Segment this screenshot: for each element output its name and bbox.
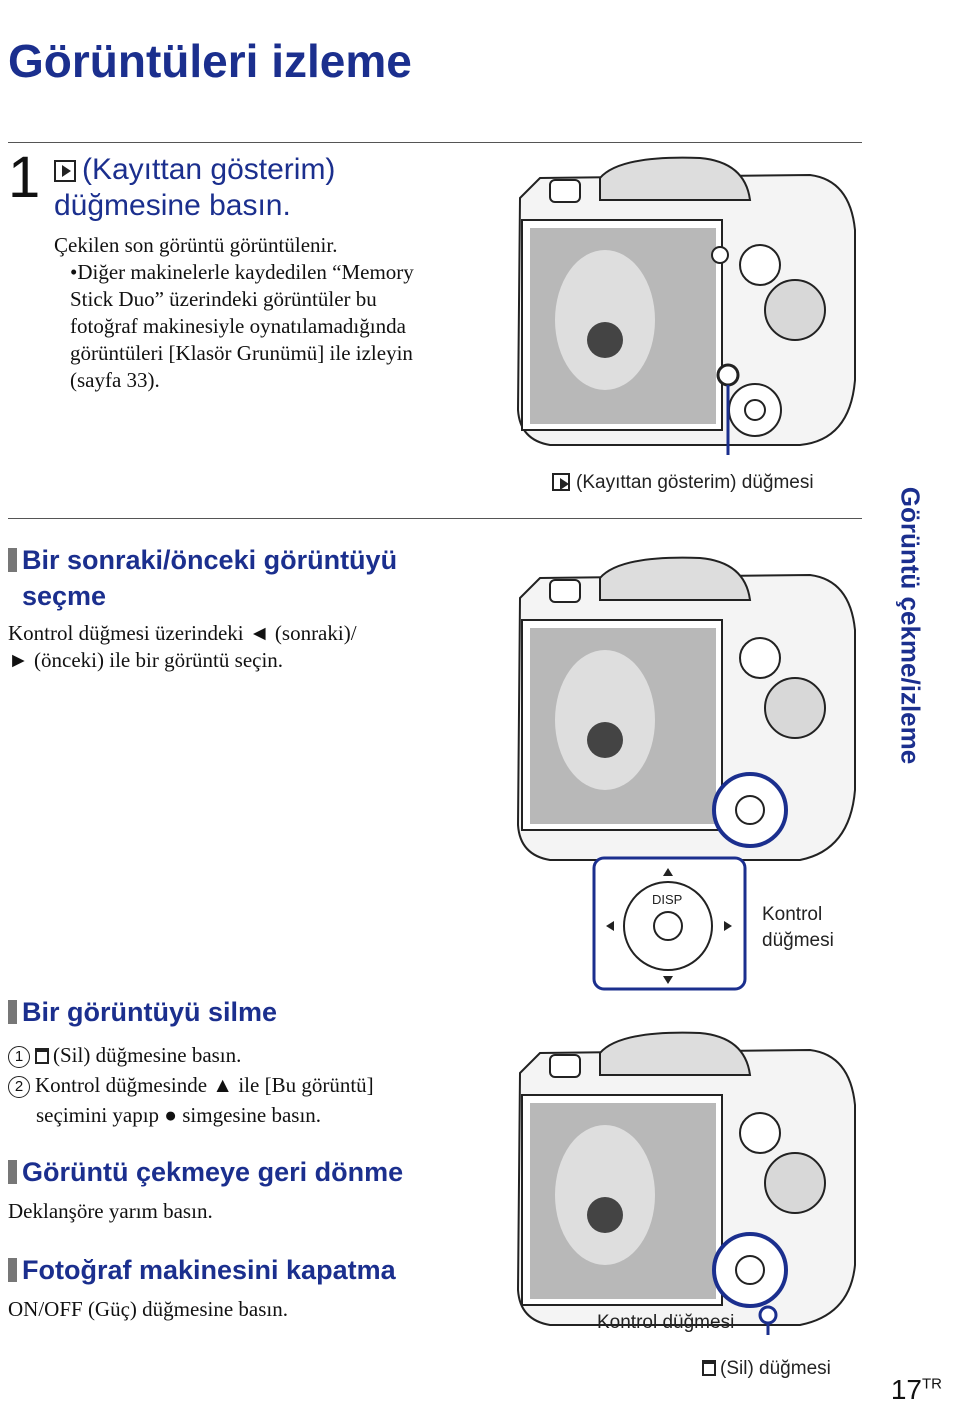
camera-illustration-top xyxy=(516,156,856,455)
step-heading: (Kayıttan gösterim) düğmesine basın. xyxy=(54,153,336,222)
camera-illustration-middle xyxy=(516,556,856,861)
section-heading: Görüntü çekmeye geri dönme xyxy=(8,1154,403,1190)
step-number: 1 xyxy=(8,145,41,210)
control-button-caption: Kontrol düğmesi xyxy=(597,1312,735,1333)
divider xyxy=(8,518,862,519)
play-button-caption: (Kayıttan gösterim) düğmesi xyxy=(552,472,814,494)
trash-icon xyxy=(35,1048,49,1064)
disp-label: DISP xyxy=(652,892,682,907)
section-heading: Bir sonraki/önceki görüntüyü seçme xyxy=(8,542,397,614)
section-body: ON/OFF (Güç) düğmesine basın. xyxy=(8,1297,288,1321)
trash-icon xyxy=(702,1360,716,1376)
control-button-detail: DISP xyxy=(592,856,747,991)
step-description: Çekilen son görüntü görüntülenir. •Diğer… xyxy=(54,233,414,392)
play-icon xyxy=(552,473,570,491)
section-body: Kontrol düğmesi üzerindeki ◄ (sonraki)/ … xyxy=(8,621,357,672)
side-tab: Görüntü çekme/izleme xyxy=(895,486,926,765)
divider xyxy=(8,142,862,143)
section-heading: Bir görüntüyü silme xyxy=(8,994,277,1030)
page-title: Görüntüleri izleme xyxy=(8,35,412,87)
delete-button-caption: (Sil) düğmesi xyxy=(702,1358,831,1380)
control-button-caption: Kontrol düğmesi xyxy=(762,904,834,951)
play-icon xyxy=(54,160,76,182)
section-body: Deklanşöre yarım basın. xyxy=(8,1199,213,1223)
section-heading: Fotoğraf makinesini kapatma xyxy=(8,1252,396,1288)
page-number: 17TR xyxy=(890,1374,942,1405)
camera-illustration-bottom xyxy=(516,1031,856,1335)
